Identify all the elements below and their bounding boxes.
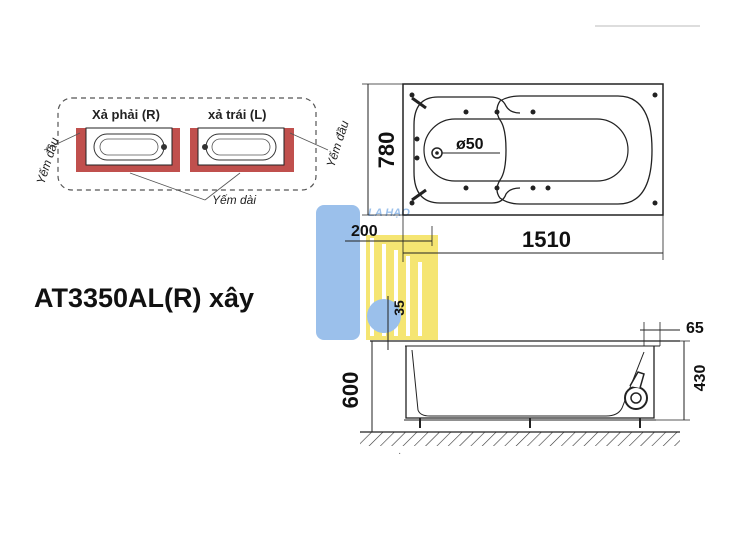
jet-dot — [494, 109, 500, 115]
end-panel-label-right: Yếm đầu — [324, 119, 352, 169]
leader-line — [129, 172, 206, 201]
tub-basin-profile — [411, 349, 645, 417]
tub-inner-basin — [99, 138, 159, 156]
drain-center — [435, 151, 439, 155]
right-drain-label: Xả phải (R) — [92, 107, 160, 122]
offset-dimension-label: 200 — [351, 223, 378, 240]
jet-dot — [463, 185, 469, 191]
drain-size-label: ø50 — [456, 136, 484, 153]
jet-dot — [414, 136, 420, 142]
jet-dot — [530, 185, 536, 191]
width-dimension-label: 780 — [374, 132, 399, 169]
watermark-text: LA HẠO — [368, 207, 410, 219]
jet-dot — [409, 92, 415, 98]
drain-options-inset: Xả phải (R) xả trái (L) Yếm đầu Yếm đầu … — [34, 97, 352, 207]
overflow-pipe-icon — [629, 371, 645, 389]
jet-dot — [494, 185, 500, 191]
drain-fitting-inner — [630, 392, 642, 404]
inset-dashed-frame — [57, 97, 317, 191]
long-panel-label: Yếm dài — [212, 193, 256, 207]
jet-dot — [652, 200, 658, 206]
jet-dot — [463, 109, 469, 115]
side-view: 600 35 430 65 · — [338, 296, 709, 459]
handle-icon — [411, 188, 427, 202]
tick-mark: · — [398, 448, 401, 459]
drain-icon — [202, 144, 208, 150]
length-dimension-label: 1510 — [522, 227, 571, 252]
handle-icon — [411, 96, 427, 110]
leader-line — [43, 132, 81, 151]
floor-hatch — [360, 432, 680, 446]
model-title: AT3350AL(R) xây — [34, 283, 255, 313]
plan-view: ø50 780 200 1510 — [345, 83, 664, 262]
left-drain-label: xả trái (L) — [208, 107, 267, 122]
tub-right-drain — [76, 127, 180, 172]
watermark-bar — [316, 205, 360, 340]
ledge-dimension-label: 35 — [391, 300, 407, 316]
jet-dot — [652, 92, 658, 98]
rim-width-label: 65 — [686, 320, 704, 337]
leader-line — [289, 132, 329, 151]
jet-dot — [409, 200, 415, 206]
jet-dot — [414, 155, 420, 161]
watermark-stripes — [370, 238, 422, 336]
drain-icon — [161, 144, 167, 150]
tub-inner-basin — [211, 138, 271, 156]
leader-line — [204, 172, 241, 201]
tub-outer-rim — [402, 83, 664, 216]
watermark-dot — [367, 299, 401, 333]
tub-basin — [423, 118, 629, 182]
tub-left-drain — [190, 127, 294, 172]
inner-height-label: 430 — [692, 365, 709, 392]
tub-body-outline — [405, 346, 655, 419]
watermark-logo: LA HẠO — [316, 205, 438, 340]
jet-dot — [530, 109, 536, 115]
tub-inner-outline-right — [496, 95, 653, 205]
tub-inner-outline-left — [413, 96, 521, 204]
jet-dot — [545, 185, 551, 191]
total-height-label: 600 — [338, 372, 363, 409]
